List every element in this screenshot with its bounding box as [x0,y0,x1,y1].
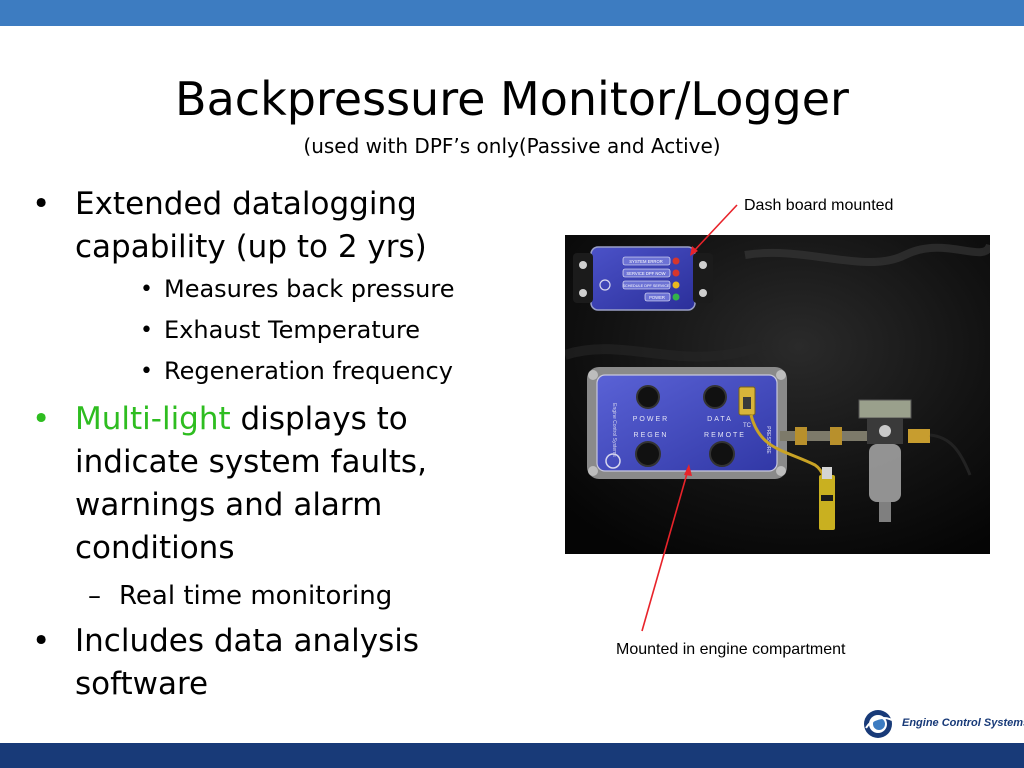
sub-bullet-exhaust-temperature: • Exhaust Temperature [30,310,500,351]
remote-connector [709,441,735,467]
top-accent-bar [0,0,1024,26]
sub-bullet-back-pressure: • Measures back pressure [30,269,500,310]
bullet-text: Extended datalogging capability (up to 2… [75,186,427,265]
screw-icon [699,261,707,269]
bullet-glyph: • [140,277,153,302]
bullet-glyph: • [32,186,51,222]
dash-label-system-error: SYSTEM ERROR [629,259,663,264]
sub-bullet-text: Measures back pressure [164,275,455,303]
label-tc: TC [743,423,752,429]
label-power: POWER [633,416,669,423]
bullet-datalogging: • Extended datalogging capability (up to… [30,183,500,269]
screw-icon [579,289,587,297]
bullet-highlight-text: Multi-light [75,401,231,437]
bullet-text: Includes data analysis software [75,623,420,702]
indicator-led-green [672,293,680,301]
sub-bullet-regeneration-frequency: • Regeneration frequency [30,351,500,392]
screw-icon [699,289,707,297]
callout-dash-board: Dash board mounted [744,197,894,214]
dash-glyph: – [88,581,101,611]
bullet-data-analysis: • Includes data analysis software [30,620,500,706]
slide-title: Backpressure Monitor/Logger [175,72,849,126]
callout-engine-compartment: Mounted in engine compartment [616,641,846,658]
bullet-list: • Extended datalogging capability (up to… [30,183,500,706]
pressure-tube [780,431,870,441]
product-photo: SYSTEM ERROR SERVICE DPF NOW SCHEDULE DP… [565,235,990,554]
label-regen: REGEN [634,432,669,439]
bullet-multi-light: • Multi-light displays to indicate syste… [30,398,500,570]
unit-brand-label: Engine Control Systems [611,403,617,457]
sub-bullet-text: Regeneration frequency [164,357,453,385]
engine-unit: POWER DATA REGEN REMOTE Engine Control S… [587,367,787,479]
sub-bullet-text: Exhaust Temperature [164,316,421,344]
sub-bullet-real-time: – Real time monitoring [30,574,500,618]
bottom-accent-bar [0,743,1024,768]
brand-logo-icon [599,279,611,291]
footer-logo: Engine Control Systems [862,708,1024,740]
dash-label-schedule-dpf-service: SCHEDULE DPF SERVICE [623,284,670,288]
dash-label-service-dpf-now: SERVICE DPF NOW [626,271,665,276]
bullet-text: displays to indicate system faults, warn… [75,401,427,566]
inline-filter [858,399,912,522]
indicator-led-red [672,269,680,277]
screw-icon [776,370,786,380]
label-remote: REMOTE [704,432,746,439]
regen-connector [635,441,661,467]
screw-icon [588,466,598,476]
bullet-glyph: • [32,401,51,437]
indicator-led-red [672,257,680,265]
sub-bullet-text: Real time monitoring [119,581,393,611]
dash-label-power: POWER [649,295,665,300]
slide-subtitle: (used with DPF’s only(Passive and Active… [303,134,721,158]
tc-sensor-probe [819,475,835,530]
brand-logo-icon [605,453,621,469]
screw-icon [588,370,598,380]
data-connector [703,385,727,409]
label-pressure: PRESSURE [765,426,771,454]
bullet-glyph: • [140,318,153,343]
ecs-logo-icon [864,710,893,738]
screw-icon [579,261,587,269]
bullet-glyph: • [140,359,153,384]
logo-text: Engine Control Systems [902,717,1024,729]
bullet-glyph: • [32,623,51,659]
power-connector [636,385,660,409]
dash-unit: SYSTEM ERROR SERVICE DPF NOW SCHEDULE DP… [573,246,713,311]
screw-icon [776,466,786,476]
indicator-led-yellow [672,281,680,289]
label-data: DATA [707,416,733,423]
